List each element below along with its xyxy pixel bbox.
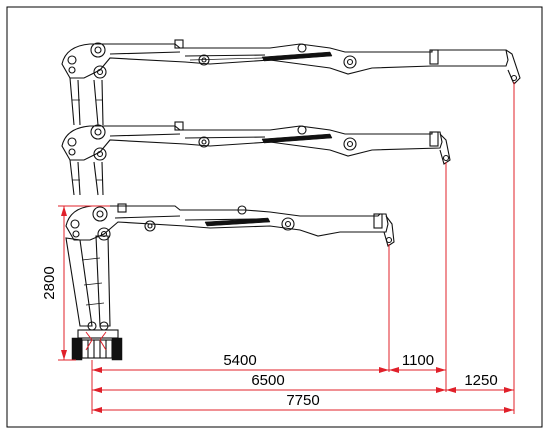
crane-base [71, 329, 123, 361]
label-ext-1250: 1250 [464, 372, 497, 389]
column-partial-middle [69, 159, 104, 196]
label-reach-5400: 5400 [223, 352, 256, 369]
main-boom [61, 43, 509, 79]
boom-cylinder [204, 217, 271, 227]
column-partial-top [69, 77, 104, 126]
boom-cylinder [261, 51, 333, 62]
boom-cylinder [261, 133, 333, 144]
boom-middle-extension [61, 121, 451, 196]
label-reach-7750: 7750 [286, 392, 319, 409]
dimension-labels: 2800 5400 1100 6500 1250 7750 [41, 266, 498, 409]
main-boom [65, 205, 389, 241]
boom-retracted [65, 203, 395, 361]
label-ext-1100: 1100 [402, 352, 434, 369]
label-reach-6500: 6500 [251, 372, 284, 389]
label-height: 2800 [41, 266, 58, 299]
main-boom [61, 125, 443, 161]
crane-column [65, 235, 111, 331]
frame [6, 6, 543, 428]
dimension-lines [58, 82, 515, 414]
boom-fully-extended [61, 39, 521, 126]
